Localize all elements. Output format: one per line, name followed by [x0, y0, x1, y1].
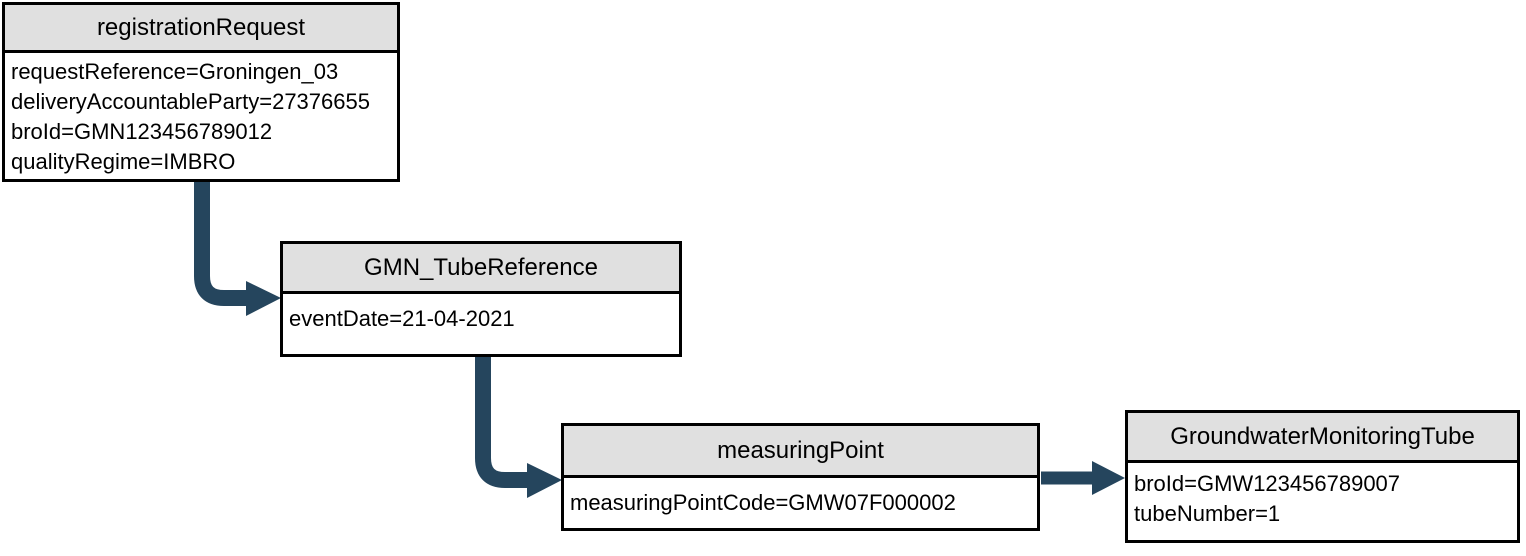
- node-groundwater-monitoring-tube-body: broId=GMW123456789007 tubeNumber=1: [1128, 463, 1517, 529]
- node-registration-request-title: registrationRequest: [5, 5, 397, 53]
- node-measuring-point-title: measuringPoint: [564, 426, 1037, 478]
- connector-registrationrequest-to-tubereference: [194, 180, 281, 316]
- attr-event-date: eventDate=21-04-2021: [289, 306, 515, 331]
- node-gmn-tube-reference-title: GMN_TubeReference: [283, 244, 679, 294]
- node-groundwater-monitoring-tube: GroundwaterMonitoringTube broId=GMW12345…: [1125, 410, 1520, 543]
- attr-tube-number: tubeNumber=1: [1134, 501, 1281, 526]
- attr-measuring-point-code: measuringPointCode=GMW07F000002: [570, 490, 956, 515]
- node-registration-request-body: requestReference=Groningen_03 deliveryAc…: [5, 53, 397, 177]
- node-gmn-tube-reference-body: eventDate=21-04-2021: [283, 294, 679, 334]
- attr-delivery-accountable-party: deliveryAccountableParty=27376655: [11, 89, 370, 114]
- node-gmn-tube-reference: GMN_TubeReference eventDate=21-04-2021: [280, 241, 682, 357]
- node-measuring-point: measuringPoint measuringPointCode=GMW07F…: [561, 423, 1040, 531]
- attr-bro-id: broId=GMN123456789012: [11, 119, 273, 144]
- attr-request-reference: requestReference=Groningen_03: [11, 59, 339, 84]
- attr-tube-bro-id: broId=GMW123456789007: [1134, 471, 1401, 496]
- node-measuring-point-body: measuringPointCode=GMW07F000002: [564, 478, 1037, 518]
- connector-measuringpoint-to-monitoringtube: [1041, 461, 1125, 495]
- node-groundwater-monitoring-tube-title: GroundwaterMonitoringTube: [1128, 413, 1517, 463]
- attr-quality-regime: qualityRegime=IMBRO: [11, 149, 236, 174]
- node-registration-request: registrationRequest requestReference=Gro…: [2, 2, 400, 182]
- connector-tubereference-to-measuringpoint: [475, 355, 562, 498]
